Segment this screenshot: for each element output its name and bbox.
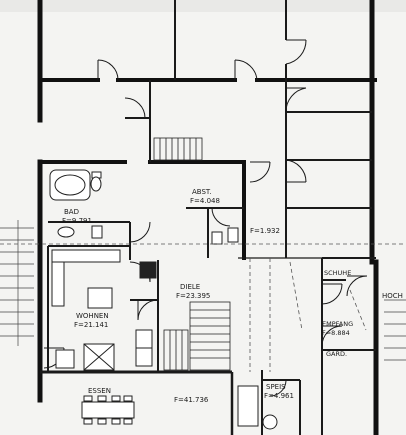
room-diele-area: F=23.395 xyxy=(176,292,210,300)
room-bad-area: F=9.791 xyxy=(62,217,92,225)
stairs-left xyxy=(0,220,34,346)
room-wohnen-area: F=21.141 xyxy=(74,321,108,329)
interior-walls xyxy=(40,0,376,435)
doors xyxy=(43,39,368,397)
exterior-walls xyxy=(37,0,379,435)
washbasin xyxy=(57,225,103,239)
room-small-area: F=1.932 xyxy=(250,227,280,235)
abst-fixtures xyxy=(211,227,239,245)
room-abst-name: ABST. xyxy=(192,188,212,196)
room-essen-area: F=41.736 xyxy=(174,396,209,404)
diele-cabinet xyxy=(135,261,157,367)
room-speis-area: F=4.961 xyxy=(264,392,294,400)
room-bad-name: BAD xyxy=(64,208,79,216)
kitchen-unit xyxy=(237,385,278,430)
stairs-lower xyxy=(163,301,231,371)
bathtub xyxy=(49,169,91,201)
room-empfang-name: EMPFANG xyxy=(322,320,353,328)
room-hoch-name: HOCH xyxy=(382,292,403,300)
room-labels: BAD F=9.791 ABST. F=4.048 F=1.932 DIELE … xyxy=(62,188,403,404)
stairs-upper xyxy=(153,137,203,161)
room-diele-name: DIELE xyxy=(180,283,200,291)
room-empfang-area: F=8.884 xyxy=(322,329,350,337)
wohnen-furniture xyxy=(55,343,115,371)
sofa xyxy=(51,249,121,309)
projection-lines xyxy=(0,243,406,372)
room-speis-name: SPEIS xyxy=(266,383,286,391)
toilet xyxy=(90,171,102,192)
dining-table xyxy=(81,395,135,425)
stairs-right xyxy=(384,299,406,361)
room-essen-name: ESSEN xyxy=(88,387,111,395)
room-gard-name: GARD. xyxy=(326,350,347,358)
room-wohnen-name: WOHNEN xyxy=(76,312,109,320)
room-schuhe-name: SCHUHE xyxy=(324,269,351,277)
room-abst-area: F=4.048 xyxy=(190,197,220,205)
